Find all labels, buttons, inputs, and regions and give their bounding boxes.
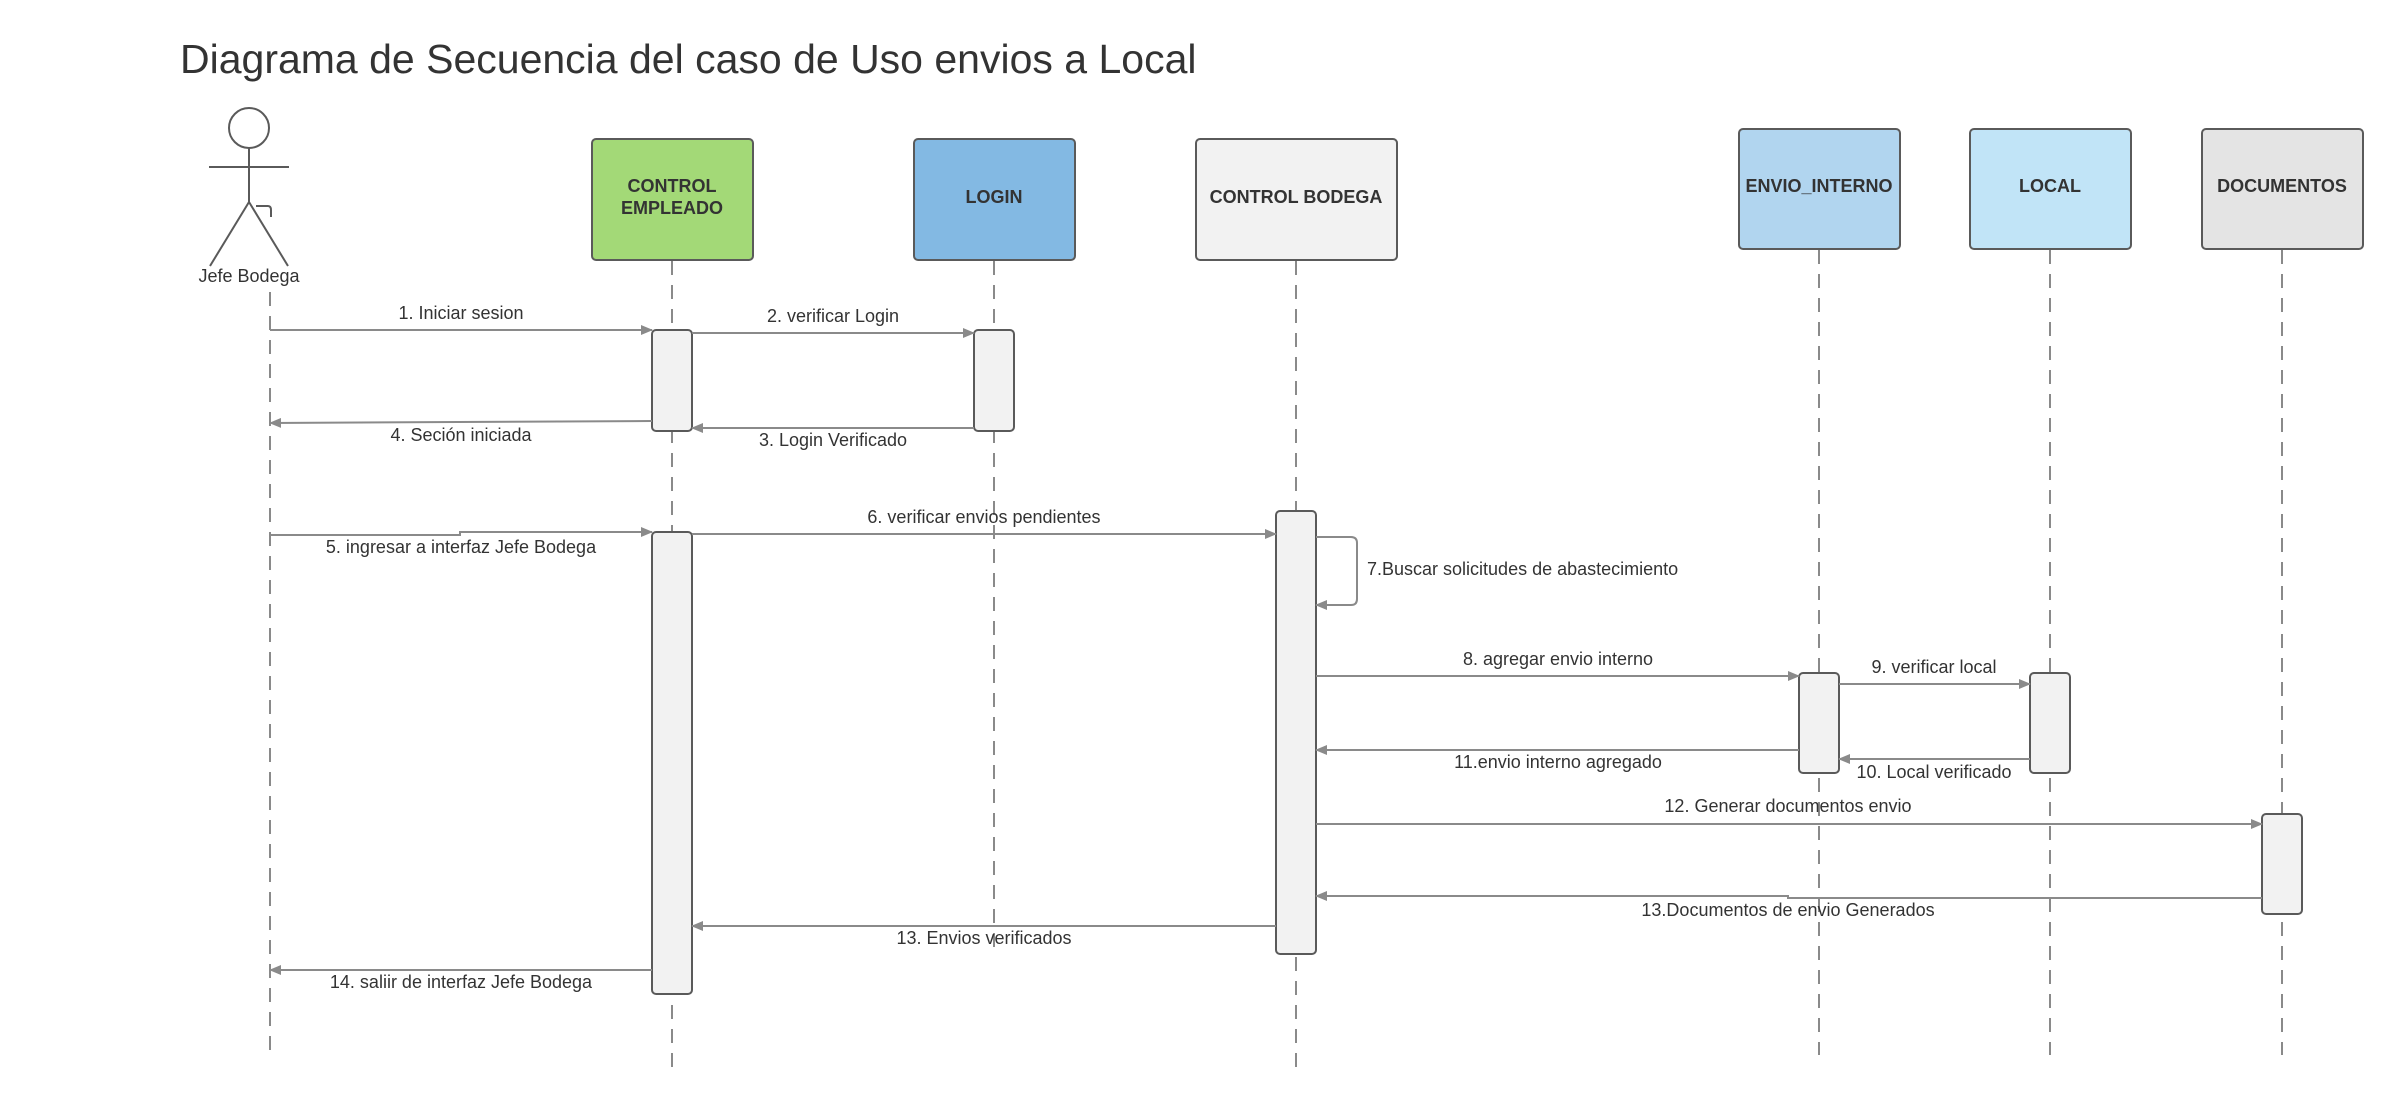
message-label: 14. saliir de interfaz Jefe Bodega bbox=[330, 972, 593, 992]
activation-bar bbox=[651, 531, 693, 995]
message-label: 4. Seción iniciada bbox=[390, 425, 532, 445]
participant-label: CONTROL BODEGA bbox=[1210, 187, 1383, 207]
participant-label: LOCAL bbox=[2019, 176, 2081, 196]
activation-bar bbox=[1275, 510, 1317, 955]
activation-bar bbox=[2029, 672, 2071, 774]
message-label: 10. Local verificado bbox=[1856, 762, 2011, 782]
participant-label: DOCUMENTOS bbox=[2217, 176, 2347, 196]
participant-local: LOCAL bbox=[1969, 128, 2132, 250]
message-label: 2. verificar Login bbox=[767, 306, 899, 326]
participant-label-line-2: EMPLEADO bbox=[621, 198, 723, 218]
activation-bar bbox=[651, 329, 693, 432]
activation-bar bbox=[1798, 672, 1840, 774]
message-label: 9. verificar local bbox=[1871, 657, 1996, 677]
diagram-title: Diagrama de Secuencia del caso de Uso en… bbox=[180, 36, 1197, 82]
activation-bars bbox=[651, 329, 2303, 995]
message-label: 1. Iniciar sesion bbox=[398, 303, 523, 323]
message-label: 12. Generar documentos envio bbox=[1664, 796, 1911, 816]
participant-login: LOGIN bbox=[913, 138, 1076, 261]
actor-jefe-bodega: Jefe Bodega bbox=[198, 107, 301, 286]
message-label: 7.Buscar solicitudes de abastecimiento bbox=[1367, 559, 1678, 579]
actor-name: Jefe Bodega bbox=[198, 266, 300, 286]
participant-envio-interno: ENVIO_INTERNO bbox=[1738, 128, 1901, 250]
activation-bar bbox=[2261, 813, 2303, 915]
message-labels: 1. Iniciar sesion 2. verificar Login 3. … bbox=[326, 303, 2012, 992]
message-arrow-7 bbox=[1315, 536, 1358, 610]
activation-bar bbox=[973, 329, 1015, 432]
participant-documentos: DOCUMENTOS bbox=[2201, 128, 2364, 250]
message-label: 8. agregar envio interno bbox=[1463, 649, 1653, 669]
message-arrow-4 bbox=[269, 417, 653, 428]
message-label: 3. Login Verificado bbox=[759, 430, 907, 450]
message-arrows bbox=[269, 325, 2263, 975]
message-label: 13.Documentos de envio Generados bbox=[1641, 900, 1934, 920]
message-label: 5. ingresar a interfaz Jefe Bodega bbox=[326, 537, 597, 557]
message-arrow-5 bbox=[270, 527, 653, 537]
participant-label-line-1: CONTROL bbox=[628, 176, 717, 196]
message-arrow-13 bbox=[1315, 891, 2262, 901]
participant-control-empleado: CONTROL EMPLEADO bbox=[591, 138, 754, 261]
message-label: 13. Envios verificados bbox=[896, 928, 1071, 948]
participant-control-bodega: CONTROL BODEGA bbox=[1195, 138, 1398, 261]
message-label: 6. verificar envios pendientes bbox=[867, 507, 1100, 527]
message-label: 11.envio interno agregado bbox=[1454, 752, 1662, 772]
participant-label: LOGIN bbox=[966, 187, 1023, 207]
stick-figure-icon bbox=[209, 107, 289, 267]
participant-label: ENVIO_INTERNO bbox=[1745, 176, 1892, 196]
